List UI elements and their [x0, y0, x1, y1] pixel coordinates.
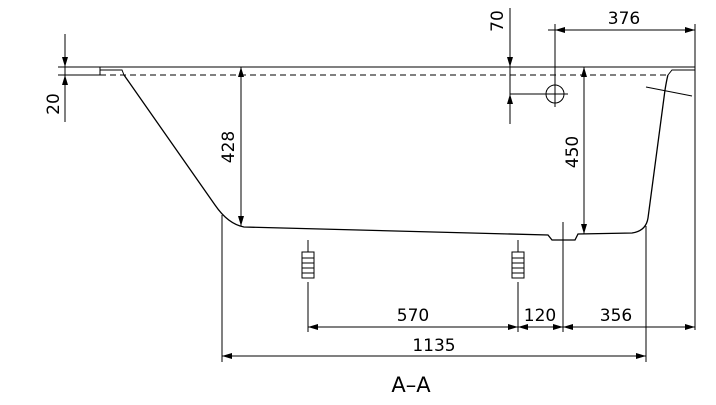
- dimension-20-label: 20: [44, 93, 64, 115]
- dimension-120-label: 120: [524, 306, 556, 326]
- overflow-symbol: [510, 81, 568, 107]
- dimension-overflow-height: 70: [488, 8, 513, 124]
- dimension-outlet-depth: 450: [563, 67, 587, 234]
- bottom-extension-lines: [221, 215, 647, 362]
- dimension-rim-thickness: 20: [44, 34, 68, 122]
- tub-foot-left: [301, 240, 315, 279]
- tub-body-outline: [123, 74, 669, 241]
- tub-foot-right: [511, 240, 525, 279]
- dimension-total-length: 1135: [222, 336, 646, 359]
- section-mark: [645, 86, 693, 97]
- dimension-1135-label: 1135: [412, 336, 455, 356]
- dimension-450-label: 450: [563, 136, 583, 168]
- tub-rim: [58, 66, 696, 76]
- dimension-376-label: 376: [608, 9, 640, 29]
- dimension-row-upper: 570 120 356: [308, 306, 695, 330]
- dimension-428-label: 428: [219, 131, 239, 163]
- dimension-570-label: 570: [397, 306, 429, 326]
- dimension-70-label: 70: [488, 10, 508, 32]
- dimension-inner-depth: 428: [219, 67, 244, 226]
- dimension-356-label: 356: [600, 306, 632, 326]
- section-label: A–A: [391, 373, 431, 397]
- dimension-overflow-offset: 376: [548, 9, 696, 84]
